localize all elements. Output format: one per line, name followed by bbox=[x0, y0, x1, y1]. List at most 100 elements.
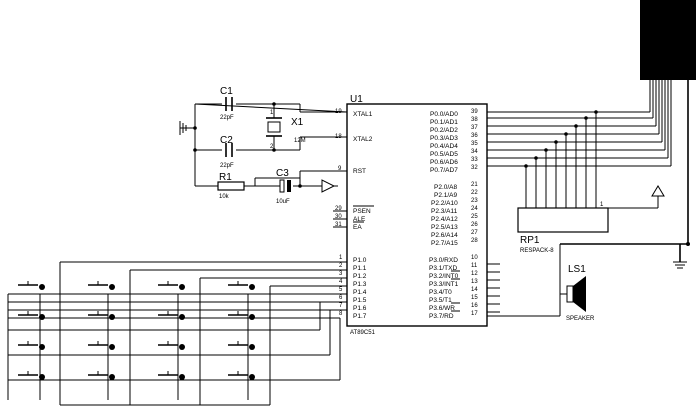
speaker-cone bbox=[573, 276, 586, 312]
keypad-button[interactable] bbox=[18, 371, 45, 380]
x1-value: 12M bbox=[294, 138, 306, 144]
pin-number: 25 bbox=[471, 214, 478, 220]
pin-label: P2.2/A10 bbox=[431, 200, 458, 207]
keypad-row-wires bbox=[7, 261, 347, 406]
pin-label: P2.0/A8 bbox=[434, 184, 458, 191]
pin-number: 34 bbox=[471, 149, 478, 155]
pin-label: P1.0 bbox=[353, 257, 367, 264]
c2-value: 22pF bbox=[220, 163, 234, 169]
electrolytic-plate bbox=[287, 180, 291, 192]
keypad-button[interactable] bbox=[158, 341, 185, 350]
ground-icon bbox=[179, 121, 187, 135]
keypad-button[interactable] bbox=[18, 311, 45, 320]
pin-number: 9 bbox=[338, 166, 342, 172]
resistor-icon bbox=[217, 181, 245, 191]
pin-number: 11 bbox=[471, 263, 478, 269]
p3-pin-stubs bbox=[487, 263, 500, 313]
pin-label: P3.7/RD bbox=[429, 313, 454, 320]
keypad-button[interactable] bbox=[88, 371, 115, 380]
pin-label: P1.4 bbox=[353, 289, 367, 296]
mcu-part: AT89C51 bbox=[350, 330, 376, 336]
keypad-button[interactable] bbox=[158, 371, 185, 380]
speaker-icon bbox=[566, 285, 574, 303]
keypad-button[interactable] bbox=[158, 281, 185, 290]
x1-pin1: 1 bbox=[270, 110, 274, 116]
pin-number: 24 bbox=[471, 206, 478, 212]
pin-number: 6 bbox=[339, 295, 343, 301]
pin-number: 23 bbox=[471, 198, 478, 204]
pin-number: 28 bbox=[471, 238, 478, 244]
pin-label: P2.7/A15 bbox=[431, 240, 458, 247]
pin-label: P0.1/AD1 bbox=[430, 119, 458, 126]
rp1-pin1: 1 bbox=[600, 202, 604, 208]
x1-ref: X1 bbox=[291, 117, 304, 128]
pin-number: 3 bbox=[339, 271, 343, 277]
pin-label: P2.6/A14 bbox=[431, 232, 458, 239]
mcu-right-pins: P0.0/AD0 39 P0.1/AD1 38 P0.2/AD2 37 P0.3… bbox=[429, 109, 478, 320]
resistor-pack-body bbox=[517, 207, 609, 233]
keypad-button[interactable] bbox=[228, 341, 255, 350]
display-leads bbox=[649, 80, 689, 244]
pin-label: P2.1/A9 bbox=[434, 192, 458, 199]
pin-number: 27 bbox=[471, 230, 478, 236]
pin-number: 32 bbox=[471, 165, 478, 171]
pin-label: P3.2/INT0 bbox=[429, 273, 459, 280]
keypad bbox=[18, 281, 255, 380]
pin-number: 15 bbox=[471, 295, 478, 301]
c3-ref: C3 bbox=[276, 168, 289, 179]
mcu-body bbox=[346, 103, 488, 327]
pin-number: 30 bbox=[335, 214, 342, 220]
c1-value: 22pF bbox=[220, 115, 234, 121]
pin-label: RST bbox=[353, 168, 366, 175]
crystal-icon bbox=[267, 121, 281, 133]
keypad-button[interactable] bbox=[158, 311, 185, 320]
pin-label: P0.4/AD4 bbox=[430, 143, 458, 150]
p0-bus-wires bbox=[487, 110, 671, 208]
pin-label: P3.1/TXD bbox=[429, 265, 457, 272]
pin-number: 31 bbox=[335, 222, 342, 228]
c3-value: 10uF bbox=[276, 199, 290, 205]
pin-label: P0.0/AD0 bbox=[430, 111, 458, 118]
pin-number: 1 bbox=[339, 255, 343, 261]
control-pin-stubs bbox=[333, 210, 347, 228]
pin-number: 8 bbox=[339, 311, 343, 317]
ls1-ref: LS1 bbox=[568, 264, 586, 275]
pin-label: EA bbox=[353, 224, 362, 231]
pin-number: 13 bbox=[471, 279, 478, 285]
pin-label: P1.3 bbox=[353, 281, 367, 288]
pin-label: PSEN bbox=[353, 208, 371, 215]
pin-number: 10 bbox=[471, 255, 478, 261]
keypad-button[interactable] bbox=[228, 281, 255, 290]
pin-number: 35 bbox=[471, 141, 478, 147]
keypad-button[interactable] bbox=[18, 341, 45, 350]
pin-number: 4 bbox=[339, 279, 343, 285]
keypad-button[interactable] bbox=[88, 311, 115, 320]
pin-label: P3.3/INT1 bbox=[429, 281, 459, 288]
pin-number: 36 bbox=[471, 133, 478, 139]
rp1-ref: RP1 bbox=[520, 235, 540, 246]
pin-label: P1.6 bbox=[353, 305, 367, 312]
pin-label: P3.5/T1 bbox=[429, 297, 452, 304]
oscillator-wires bbox=[180, 102, 348, 186]
ground-icon bbox=[673, 261, 687, 269]
keypad-button[interactable] bbox=[88, 341, 115, 350]
keypad-button[interactable] bbox=[228, 371, 255, 380]
electrolytic-plate bbox=[279, 179, 285, 193]
pin-label: P3.0/RXD bbox=[429, 257, 458, 264]
pin-number: 21 bbox=[471, 182, 478, 188]
vcc-arrow-icon bbox=[651, 185, 665, 197]
reset-wires bbox=[193, 148, 347, 188]
rp1-value: RESPACK-8 bbox=[520, 248, 554, 254]
keypad-button[interactable] bbox=[228, 311, 255, 320]
pin-number: 16 bbox=[471, 303, 478, 309]
keypad-button[interactable] bbox=[88, 281, 115, 290]
r1-value: 10k bbox=[219, 194, 230, 200]
keypad-button[interactable] bbox=[18, 281, 45, 290]
pin-label: P0.2/AD2 bbox=[430, 127, 458, 134]
pin-label: ALE bbox=[353, 216, 366, 223]
c1-ref: C1 bbox=[220, 86, 233, 97]
pin-label: P0.5/AD5 bbox=[430, 151, 458, 158]
pin-number: 39 bbox=[471, 109, 478, 115]
pin-label: P2.4/A12 bbox=[431, 216, 458, 223]
